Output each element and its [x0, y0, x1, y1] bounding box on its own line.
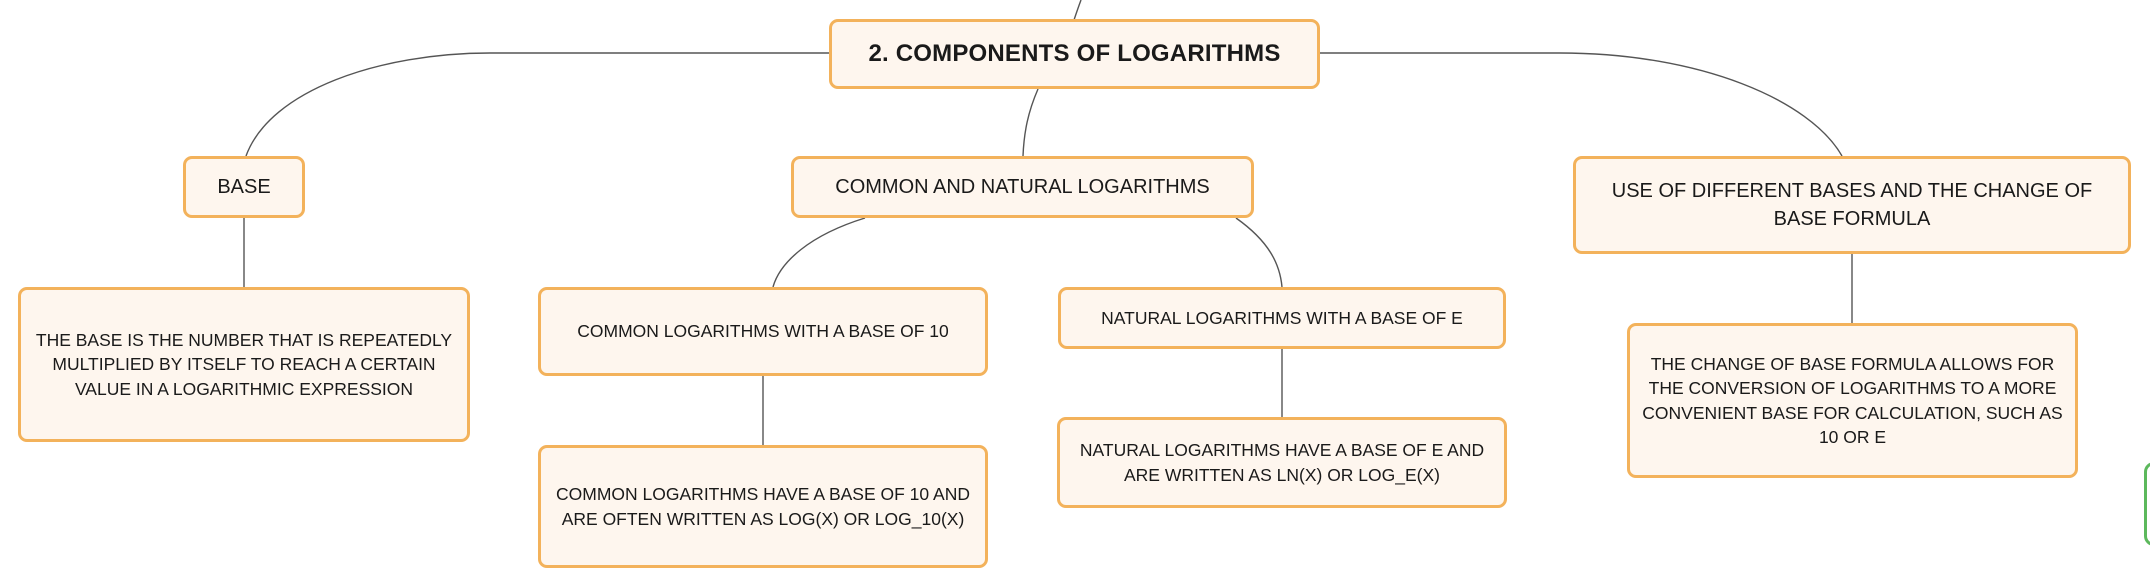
connector-common-natural-to-common [772, 217, 866, 288]
offscreen-node-edge[interactable] [2144, 462, 2150, 546]
natural-log-label: NATURAL LOGARITHMS WITH A BASE OF E [1101, 307, 1463, 328]
base-node[interactable]: BASE [183, 156, 305, 218]
base-detail-text: THE BASE IS THE NUMBER THAT IS REPEATEDL… [35, 329, 453, 399]
common-log-label: COMMON LOGARITHMS WITH A BASE OF 10 [577, 321, 949, 342]
common-log-detail-text: COMMON LOGARITHMS HAVE A BASE OF 10 AND … [556, 484, 970, 529]
base-label: BASE [217, 176, 271, 198]
connector-parent-to-root [1073, 0, 1082, 21]
common-natural-label: COMMON AND NATURAL LOGARITHMS [835, 176, 1210, 198]
change-of-base-detail-node[interactable]: THE CHANGE OF BASE FORMULA ALLOWS FOR TH… [1627, 323, 2078, 478]
change-of-base-detail-text: THE CHANGE OF BASE FORMULA ALLOWS FOR TH… [1642, 353, 2063, 448]
common-natural-node[interactable]: COMMON AND NATURAL LOGARITHMS [791, 156, 1254, 218]
natural-log-detail-node[interactable]: NATURAL LOGARITHMS HAVE A BASE OF E AND … [1057, 417, 1507, 508]
common-log-node[interactable]: COMMON LOGARITHMS WITH A BASE OF 10 [538, 287, 988, 376]
natural-log-node[interactable]: NATURAL LOGARITHMS WITH A BASE OF E [1058, 287, 1506, 349]
change-of-base-node[interactable]: USE OF DIFFERENT BASES AND THE CHANGE OF… [1573, 156, 2131, 254]
root-topic-label: 2. COMPONENTS OF LOGARITHMS [868, 40, 1281, 68]
root-topic-node[interactable]: 2. COMPONENTS OF LOGARITHMS [829, 19, 1320, 89]
natural-log-detail-text: NATURAL LOGARITHMS HAVE A BASE OF E AND … [1079, 440, 1485, 485]
connector-root-to-change-of-base [1320, 52, 1843, 157]
common-log-detail-node[interactable]: COMMON LOGARITHMS HAVE A BASE OF 10 AND … [538, 445, 988, 568]
change-of-base-label: USE OF DIFFERENT BASES AND THE CHANGE OF… [1611, 180, 2093, 230]
connector-root-to-base [245, 52, 830, 157]
connector-root-to-common-natural [1022, 88, 1039, 157]
base-detail-node[interactable]: THE BASE IS THE NUMBER THAT IS REPEATEDL… [18, 287, 470, 442]
connector-common-natural-to-natural [1235, 217, 1283, 288]
